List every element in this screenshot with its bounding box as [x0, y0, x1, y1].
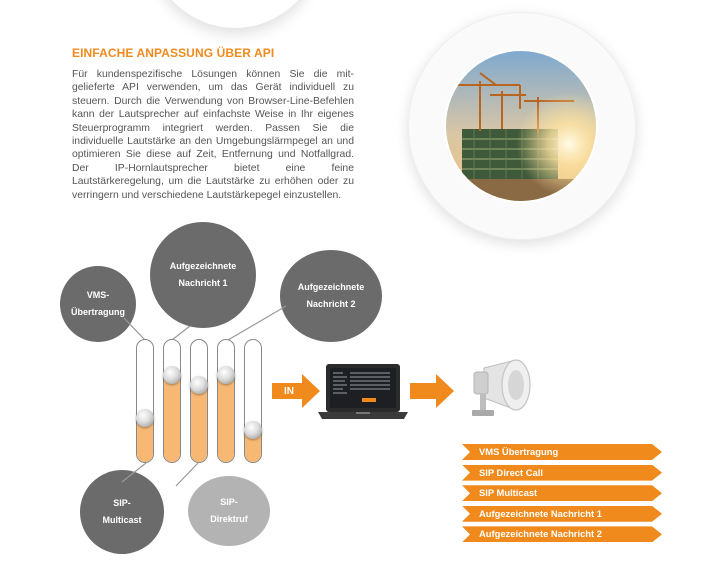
bubble-sip-direktruf: SIP- Direktruf [188, 476, 270, 546]
fader-level-fill [245, 431, 261, 462]
input-label: IN [284, 386, 294, 397]
connector-sip-multicast [121, 462, 147, 483]
bubble-rec1-line2: Nachricht 1 [178, 278, 228, 288]
source-tag-list: VMS Übertragung SIP Direct Call SIP Mult… [462, 444, 662, 547]
fader-track[interactable] [190, 339, 208, 463]
connector-rec2 [227, 305, 287, 341]
fader-knob[interactable] [217, 366, 235, 385]
bubble-aufgezeichnete-nachricht-2: Aufgezeichnete Nachricht 2 [280, 250, 382, 342]
fader-level-fill [191, 386, 207, 462]
bubble-vms-uebertragung: VMS- Übertragung [60, 266, 136, 342]
fader-level-fill [218, 376, 234, 462]
arrow-right-icon [410, 374, 454, 408]
arrow-right-icon [272, 374, 320, 408]
bubble-rec1-line1: Aufgezeichnete [169, 261, 237, 271]
tag-aufgezeichnete-nachricht-1: Aufgezeichnete Nachricht 1 [462, 505, 662, 522]
section-heading: EINFACHE ANPASSUNG ÜBER API [72, 46, 275, 60]
bubble-sipm-line2: Multicast [102, 515, 142, 525]
laptop-icon [318, 364, 408, 419]
tag-aufgezeichnete-nachricht-2: Aufgezeichnete Nachricht 2 [462, 526, 662, 543]
bubble-rec2-line1: Aufgezeichnete [297, 282, 365, 292]
section-body-text: Für kundenspezifische Lösungen können Si… [72, 69, 354, 201]
tag-vms-uebertragung: VMS Übertragung [462, 444, 662, 460]
bubble-sipm-line1: SIP- [113, 498, 131, 508]
connector-vms [123, 317, 146, 341]
fader-knob[interactable] [190, 375, 208, 394]
connector-sip-direct [175, 462, 199, 487]
connector-rec1 [171, 325, 191, 341]
bubble-sipd-line1: SIP- [220, 497, 238, 507]
fader-track[interactable] [163, 339, 181, 463]
fader-level-fill [164, 376, 180, 462]
bubble-vms-line1: VMS- [86, 290, 110, 300]
bubble-rec2-line2: Nachricht 2 [306, 299, 356, 309]
tag-sip-direct-call: SIP Direct Call [462, 464, 662, 481]
bubble-sipd-line2: Direktruf [210, 514, 248, 524]
tag-sip-multicast: SIP Multicast [462, 485, 662, 502]
fader-track[interactable] [217, 339, 235, 463]
bubble-sip-multicast: SIP- Multicast [80, 470, 164, 554]
horn-speaker-icon [472, 359, 531, 416]
fader-level-fill [137, 419, 153, 462]
bubble-aufgezeichnete-nachricht-1: Aufgezeichnete Nachricht 1 [150, 222, 256, 328]
fader-knob[interactable] [244, 420, 262, 439]
bubble-vms-line2: Übertragung [71, 307, 125, 317]
fader-knob[interactable] [136, 408, 154, 427]
construction-site-photo [446, 51, 596, 201]
fader-knob[interactable] [163, 366, 181, 385]
fader-track[interactable] [136, 339, 154, 463]
fader-track[interactable] [244, 339, 262, 463]
